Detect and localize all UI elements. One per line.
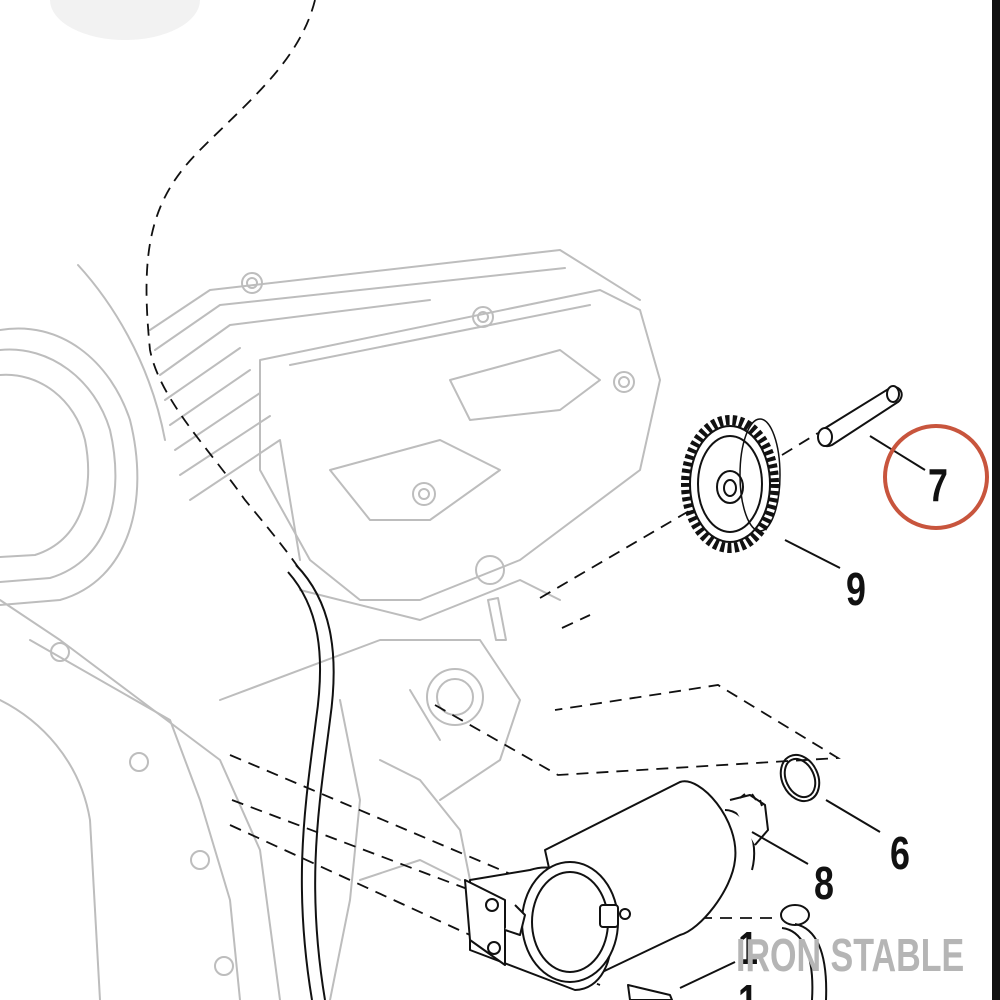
watermark: IRON STABLE	[736, 929, 965, 981]
faint-blob	[50, 0, 200, 40]
callout-8: 8	[814, 857, 834, 909]
o-ring-part-6	[779, 753, 821, 803]
page-edge	[992, 0, 1000, 1000]
dowel-pin-part-7	[817, 385, 903, 448]
callout-6: 6	[890, 827, 910, 879]
callout-7: 7	[928, 459, 948, 511]
engine-linework	[0, 249, 661, 1000]
leader-9	[784, 539, 841, 569]
gear-part-9	[681, 415, 781, 553]
callout-1b: 1	[738, 978, 758, 1000]
leader-1a	[679, 961, 736, 989]
callout-1a: 1	[738, 922, 758, 974]
callout-9: 9	[846, 563, 866, 615]
cable	[287, 564, 828, 1000]
leader-8	[751, 831, 809, 865]
leader-7	[869, 435, 926, 471]
starter-motor-part-8	[464, 780, 769, 1000]
leader-lines	[679, 435, 926, 989]
leader-6	[825, 799, 881, 833]
highlight-circle	[883, 424, 989, 530]
